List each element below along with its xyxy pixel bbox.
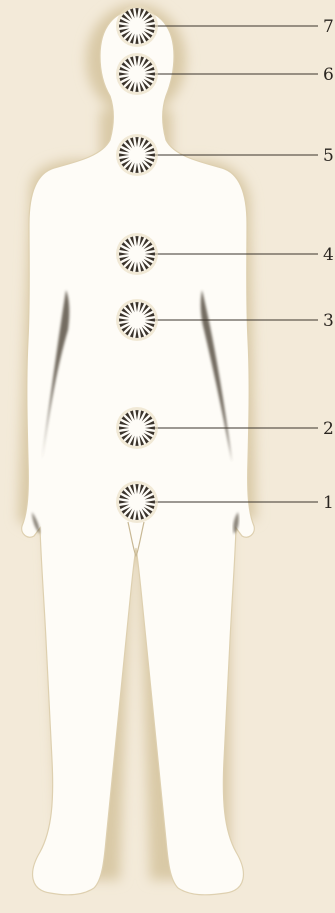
chakra-marker-2 — [116, 407, 158, 449]
chakra-marker-6 — [116, 53, 158, 95]
chakra-marker-5 — [116, 134, 158, 176]
chakra-marker-7 — [116, 5, 158, 47]
marker-label-3: 3 — [323, 311, 334, 331]
marker-labels: 7 6 5 4 3 2 1 — [323, 17, 334, 513]
marker-label-5: 5 — [323, 146, 334, 166]
marker-label-2: 2 — [323, 419, 334, 439]
marker-label-7: 7 — [323, 17, 334, 37]
marker-label-4: 4 — [323, 245, 334, 265]
marker-label-6: 6 — [323, 65, 334, 85]
chakra-marker-1 — [116, 481, 158, 523]
chakra-marker-4 — [116, 233, 158, 275]
marker-label-1: 1 — [323, 493, 334, 513]
chakra-marker-3 — [116, 299, 158, 341]
